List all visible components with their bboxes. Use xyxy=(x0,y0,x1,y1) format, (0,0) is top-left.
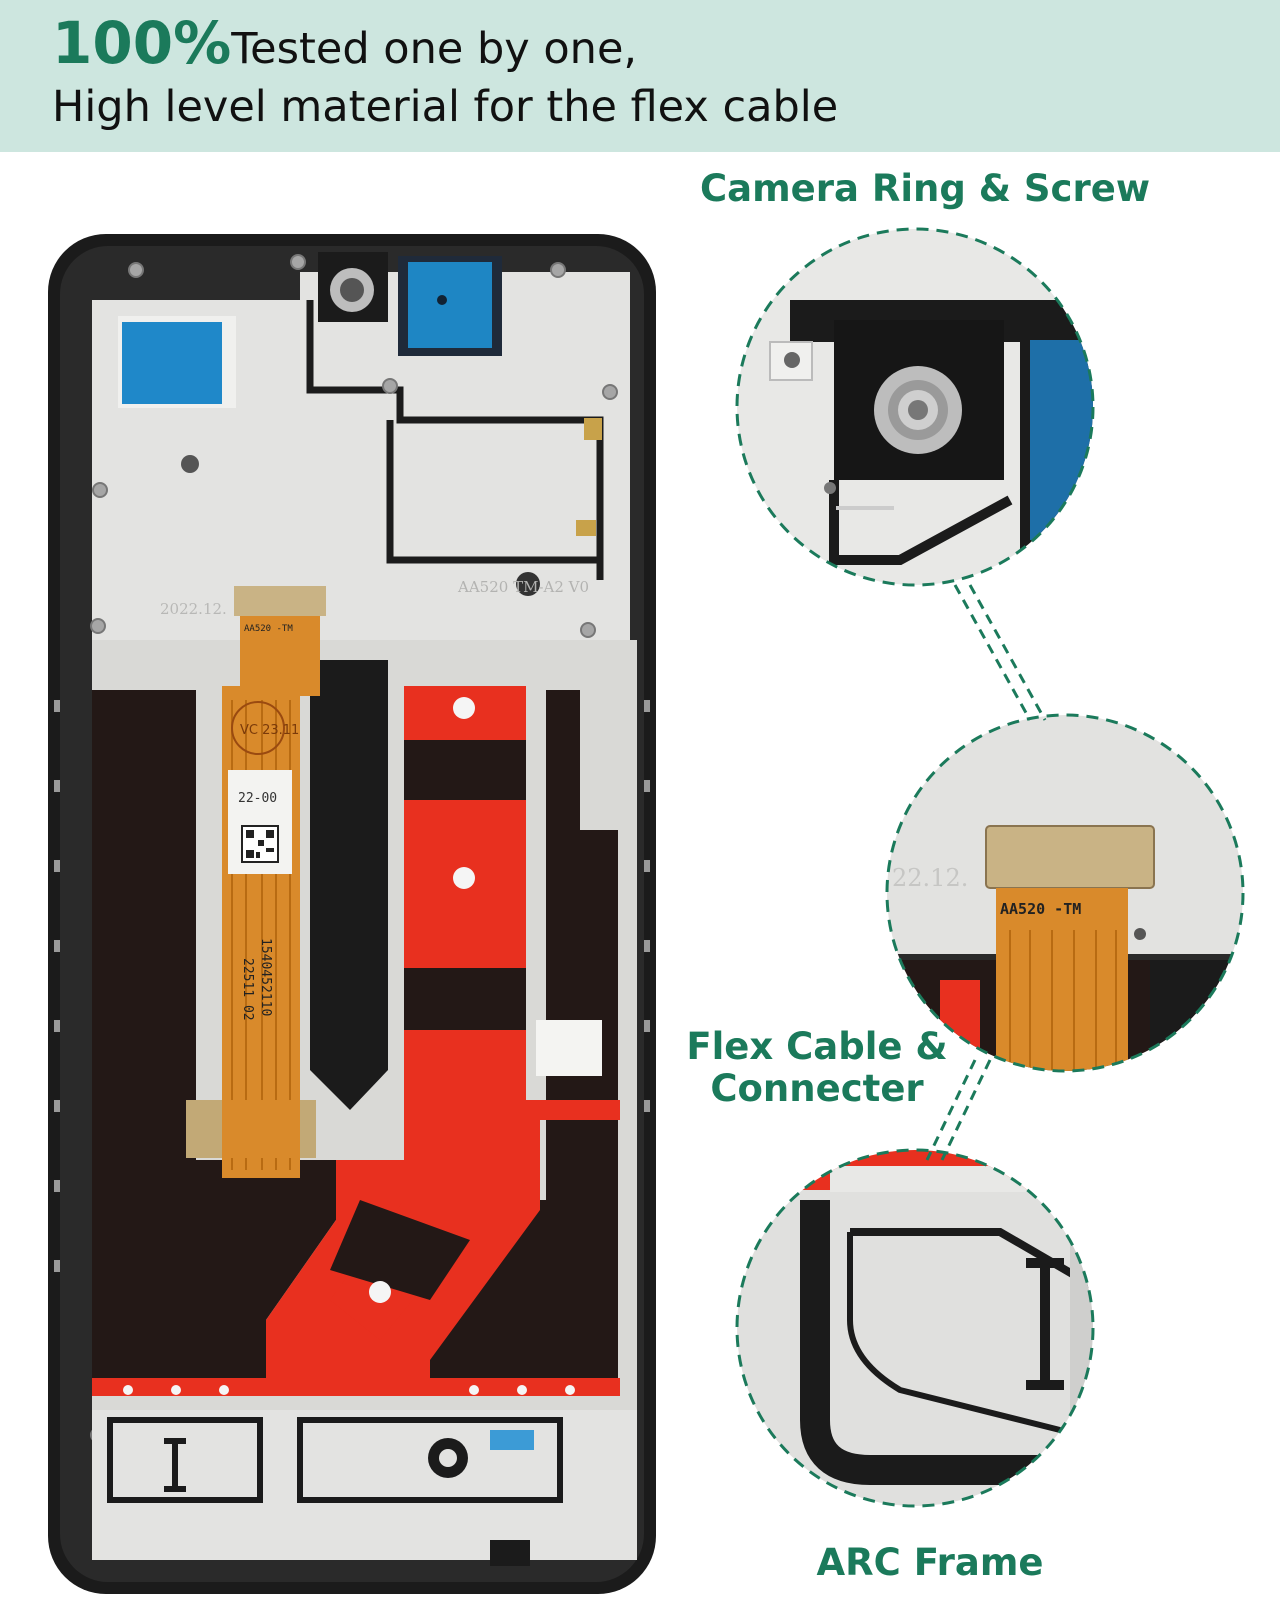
camera-ring-label: Camera Ring & Screw xyxy=(700,167,1150,210)
headline-percent: 100% xyxy=(52,9,232,77)
phone-frame: 2022.12. AA520 TM-A2 V0 AA520 -TM xyxy=(48,234,656,1594)
frame-board-code: AA520 TM-A2 V0 xyxy=(457,578,589,596)
flex-number-2: 22511 02 xyxy=(240,958,255,1021)
zoom-flex-label: AA520 -TM xyxy=(1000,900,1081,918)
flex-stamp: VC 23.11 xyxy=(240,723,299,738)
frame-date-stamp: 2022.12. xyxy=(160,600,227,618)
arc-frame-zoom-circle xyxy=(735,1148,1095,1508)
headline-line2: High level material for the flex cable xyxy=(52,82,839,132)
headline: 100%Tested one by one, High level materi… xyxy=(52,14,838,136)
headline-line1: Tested one by one, xyxy=(231,24,638,74)
header-banner xyxy=(0,0,1280,152)
arc-frame-label: ARC Frame xyxy=(816,1541,1044,1584)
zoom-date-stamp: 22.12. xyxy=(892,864,968,892)
flex-top-label: AA520 -TM xyxy=(244,624,293,634)
flex-number-1: 1540452110 xyxy=(258,938,273,1016)
flex-cable-label: Flex Cable & Connecter xyxy=(686,1025,948,1110)
flex-sticker-code: 22-00 xyxy=(238,791,277,806)
camera-zoom-circle xyxy=(735,227,1095,587)
zoom-connectors xyxy=(925,584,1047,1161)
